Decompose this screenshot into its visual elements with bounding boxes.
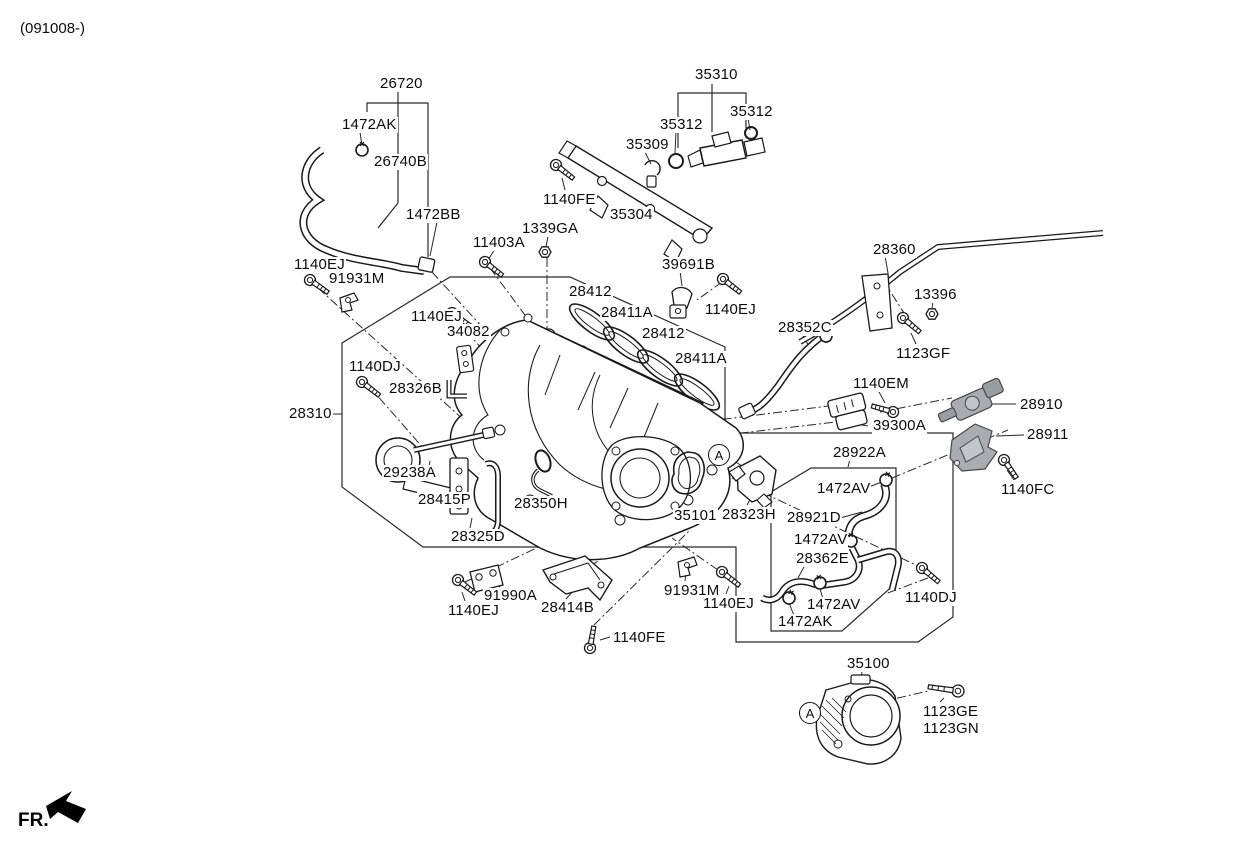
pipe-clamp-drawing	[669, 286, 693, 319]
part-label-91931M: 91931M	[328, 270, 386, 287]
fuel-injector-drawing	[644, 126, 766, 188]
part-label-1472AV: 1472AV	[793, 531, 849, 548]
part-label-28323H: 28323H	[721, 506, 777, 523]
part-label-1140EJ: 1140EJ	[293, 256, 346, 273]
part-label-1140FE: 1140FE	[542, 191, 597, 208]
part-label-28362E: 28362E	[795, 550, 850, 567]
part-label-35312: 35312	[729, 103, 774, 120]
fuel-rail-drawing	[558, 140, 714, 263]
part-label-1140FC: 1140FC	[1000, 481, 1056, 498]
part-label-91990A: 91990A	[483, 587, 538, 604]
tps-sensor-drawing	[728, 455, 777, 509]
part-label-1140DJ: 1140DJ	[348, 358, 402, 375]
part-label-1472AK: 1472AK	[341, 116, 398, 133]
part-label-1140EM: 1140EM	[852, 375, 910, 392]
part-label-28910: 28910	[1019, 396, 1064, 413]
part-label-28411A: 28411A	[600, 304, 654, 321]
part-label-39300A: 39300A	[872, 417, 927, 434]
part-label-1140EJ: 1140EJ	[704, 301, 757, 318]
part-label-1123GN: 1123GN	[922, 720, 980, 737]
part-label-28352C: 28352C	[777, 319, 833, 336]
part-label-11403A: 11403A	[472, 234, 526, 251]
part-label-1472AV: 1472AV	[806, 596, 862, 613]
part-label-1123GE: 1123GE	[922, 703, 980, 720]
part-label-26740B: 26740B	[373, 153, 428, 170]
part-label-28412: 28412	[641, 325, 686, 342]
part-label-28360: 28360	[872, 241, 917, 258]
part-label-1140EJ: 1140EJ	[702, 595, 755, 612]
part-label-1140DJ: 1140DJ	[904, 589, 958, 606]
fr-label: FR.	[18, 810, 49, 831]
callout-a: A	[708, 444, 730, 466]
breather-hose-drawing	[299, 141, 436, 275]
part-label-1339GA: 1339GA	[521, 220, 580, 237]
part-label-1472AK: 1472AK	[777, 613, 834, 630]
callout-a: A	[799, 702, 821, 724]
part-label-28415P: 28415P	[417, 491, 472, 508]
part-label-13396: 13396	[913, 286, 958, 303]
fr-direction-arrow	[46, 791, 86, 823]
bottom-brackets	[469, 555, 698, 602]
vapor-hose-assembly-drawing	[760, 469, 902, 607]
map-sensor-drawing	[827, 392, 868, 431]
throttle-body-drawing	[815, 674, 965, 765]
part-label-1472AV: 1472AV	[816, 480, 872, 497]
part-label-1140FE: 1140FE	[612, 629, 667, 646]
part-label-35304: 35304	[609, 206, 654, 223]
part-label-1140EJ: 1140EJ	[410, 308, 463, 325]
part-label-35309: 35309	[625, 136, 670, 153]
part-label-28921D: 28921D	[786, 509, 842, 526]
part-label-28411A: 28411A	[674, 350, 728, 367]
purge-valve-drawing	[937, 377, 1004, 423]
part-label-26720: 26720	[379, 75, 424, 92]
part-label-28922A: 28922A	[832, 444, 887, 461]
hose-hook-drawing	[531, 449, 553, 498]
part-label-28350H: 28350H	[513, 495, 569, 512]
throttle-gasket-drawing	[671, 451, 705, 495]
part-label-1140EJ: 1140EJ	[447, 602, 500, 619]
part-label-34082: 34082	[446, 323, 491, 340]
part-label-35310: 35310	[694, 66, 739, 83]
part-label-35101: 35101	[673, 507, 718, 524]
part-label-28326B: 28326B	[388, 380, 443, 397]
part-label-91931M: 91931M	[663, 582, 721, 599]
part-label-28325D: 28325D	[450, 528, 506, 545]
part-label-35100: 35100	[846, 655, 891, 672]
diagram-title: (091008-)	[20, 20, 86, 37]
part-label-28310: 28310	[288, 405, 333, 422]
part-label-1123GF: 1123GF	[895, 345, 952, 362]
part-label-28414B: 28414B	[540, 599, 595, 616]
part-label-28412: 28412	[568, 283, 613, 300]
part-label-35312: 35312	[659, 116, 704, 133]
purge-valve-bracket-drawing	[949, 423, 998, 472]
part-label-39691B: 39691B	[661, 256, 716, 273]
part-label-29238A: 29238A	[382, 464, 437, 481]
part-label-28911: 28911	[1026, 426, 1070, 443]
part-label-1472BB: 1472BB	[405, 206, 462, 223]
